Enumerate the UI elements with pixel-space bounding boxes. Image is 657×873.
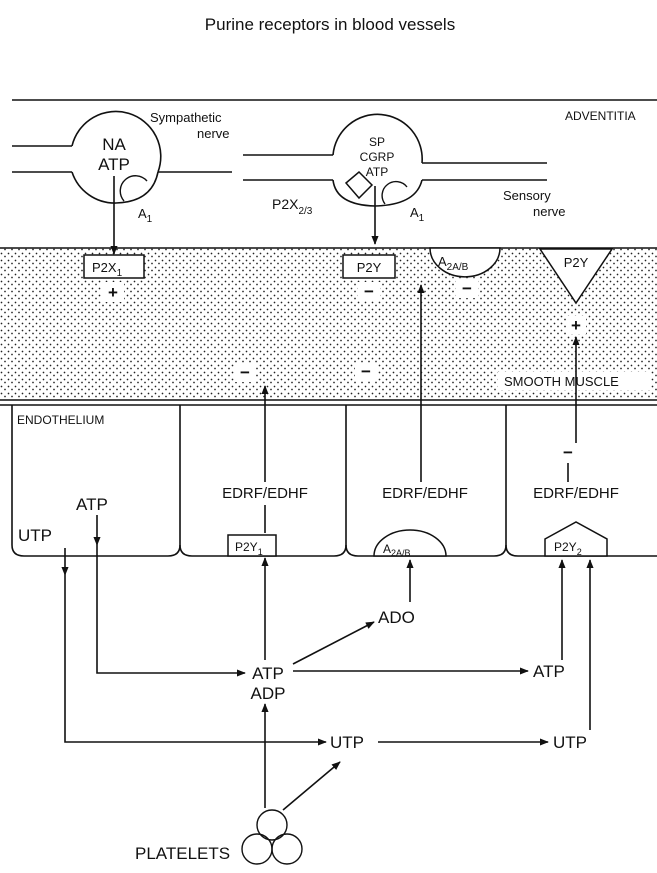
endothelial-utp-label: UTP bbox=[18, 526, 52, 545]
sympathetic-nerve-label-1: Sympathetic bbox=[150, 110, 222, 125]
edrf-edhf-label-3: EDRF/EDHF bbox=[533, 485, 619, 502]
sensory-nerve: SP CGRP ATP Sensory nerve A1 P2X2/3 bbox=[243, 114, 566, 224]
endothelial-atp-label: ATP bbox=[76, 495, 108, 514]
p2x23-label: P2X2/3 bbox=[272, 196, 313, 217]
p2y-vshape-effect: + bbox=[571, 316, 581, 335]
sympathetic-nerve-label-2: nerve bbox=[197, 126, 230, 141]
edrf-effect-1: − bbox=[240, 363, 250, 382]
platelets-icon bbox=[242, 810, 302, 864]
p2y-effect: − bbox=[364, 282, 374, 301]
sympathetic-content-na: NA bbox=[102, 135, 126, 154]
endothelium-label: ENDOTHELIUM bbox=[17, 413, 104, 427]
sensory-nerve-label-2: nerve bbox=[533, 204, 566, 219]
adventitia-label: ADVENTITIA bbox=[565, 109, 636, 123]
edrf-edhf-label-1: EDRF/EDHF bbox=[222, 485, 308, 502]
sympathetic-content-atp: ATP bbox=[98, 155, 130, 174]
endothelial-utp-to-utp bbox=[65, 575, 326, 742]
platelets-to-utp-arrow bbox=[283, 762, 340, 810]
smooth-muscle-label: SMOOTH MUSCLE bbox=[504, 374, 619, 389]
endothelial-atp-to-atp-adp bbox=[97, 545, 245, 673]
endothelial-cell-2 bbox=[180, 405, 346, 556]
sensory-content-cgrp: CGRP bbox=[360, 150, 395, 164]
sensory-nerve-label-1: Sensory bbox=[503, 188, 551, 203]
sensory-a1-label: A1 bbox=[410, 205, 425, 224]
sympathetic-a1-label: A1 bbox=[138, 206, 153, 225]
sensory-content-sp: SP bbox=[369, 135, 385, 149]
adp-node-label: ADP bbox=[251, 684, 286, 703]
utp-mid-label: UTP bbox=[330, 733, 364, 752]
atp-right-label: ATP bbox=[533, 662, 565, 681]
sympathetic-nerve: NA ATP Sympathetic nerve A1 bbox=[12, 110, 232, 225]
platelets-label: PLATELETS bbox=[135, 844, 230, 863]
edrf-effect-2: − bbox=[361, 362, 371, 381]
utp-right-label: UTP bbox=[553, 733, 587, 752]
ado-label: ADO bbox=[378, 608, 415, 627]
a1-prejunctional-receptor-sympathetic bbox=[120, 176, 147, 201]
a2ab-effect: − bbox=[462, 279, 472, 298]
svg-text:P2Y: P2Y bbox=[357, 260, 382, 275]
p2x1-effect: + bbox=[108, 283, 118, 302]
sensory-content-atp: ATP bbox=[366, 165, 388, 179]
atp-to-ado-arrow bbox=[293, 622, 374, 664]
svg-text:P2Y: P2Y bbox=[564, 255, 589, 270]
atp-node-label: ATP bbox=[252, 664, 284, 683]
edrf-edhf-label-2: EDRF/EDHF bbox=[382, 485, 468, 502]
diagram-title: Purine receptors in blood vessels bbox=[205, 15, 455, 34]
edrf-effect-3: − bbox=[563, 443, 573, 462]
